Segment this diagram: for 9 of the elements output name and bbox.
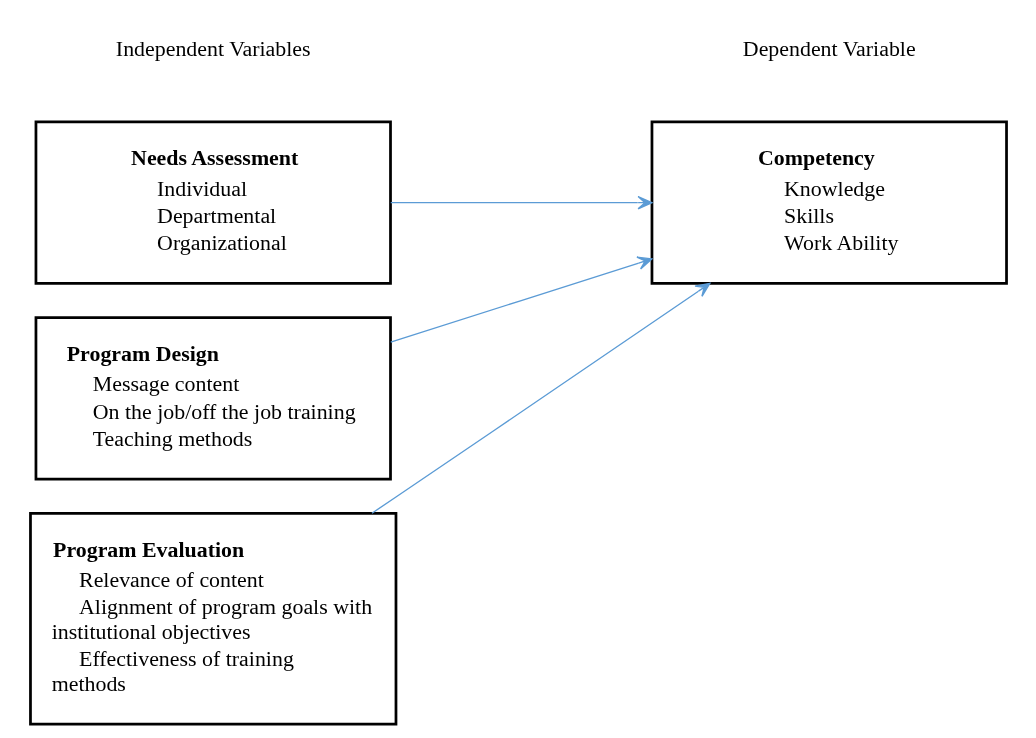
arrow — [389, 256, 652, 343]
label: Independent Variables — [115, 35, 311, 61]
node-box: Competency Knowledge Skills Work Ability — [650, 120, 1008, 285]
arrow — [389, 195, 652, 210]
node-box: Program Evaluation Relevance of content Alignment of program goals with institutional objectives Effectiveness of training methods — [28, 512, 397, 726]
node-box: Program Design Message content On the job/off the job training Teaching methods — [34, 316, 392, 481]
label: Dependent Variable — [742, 35, 916, 61]
node-box: Needs Assessment Individual Departmental Organizational — [34, 120, 392, 285]
arrow — [370, 282, 710, 514]
